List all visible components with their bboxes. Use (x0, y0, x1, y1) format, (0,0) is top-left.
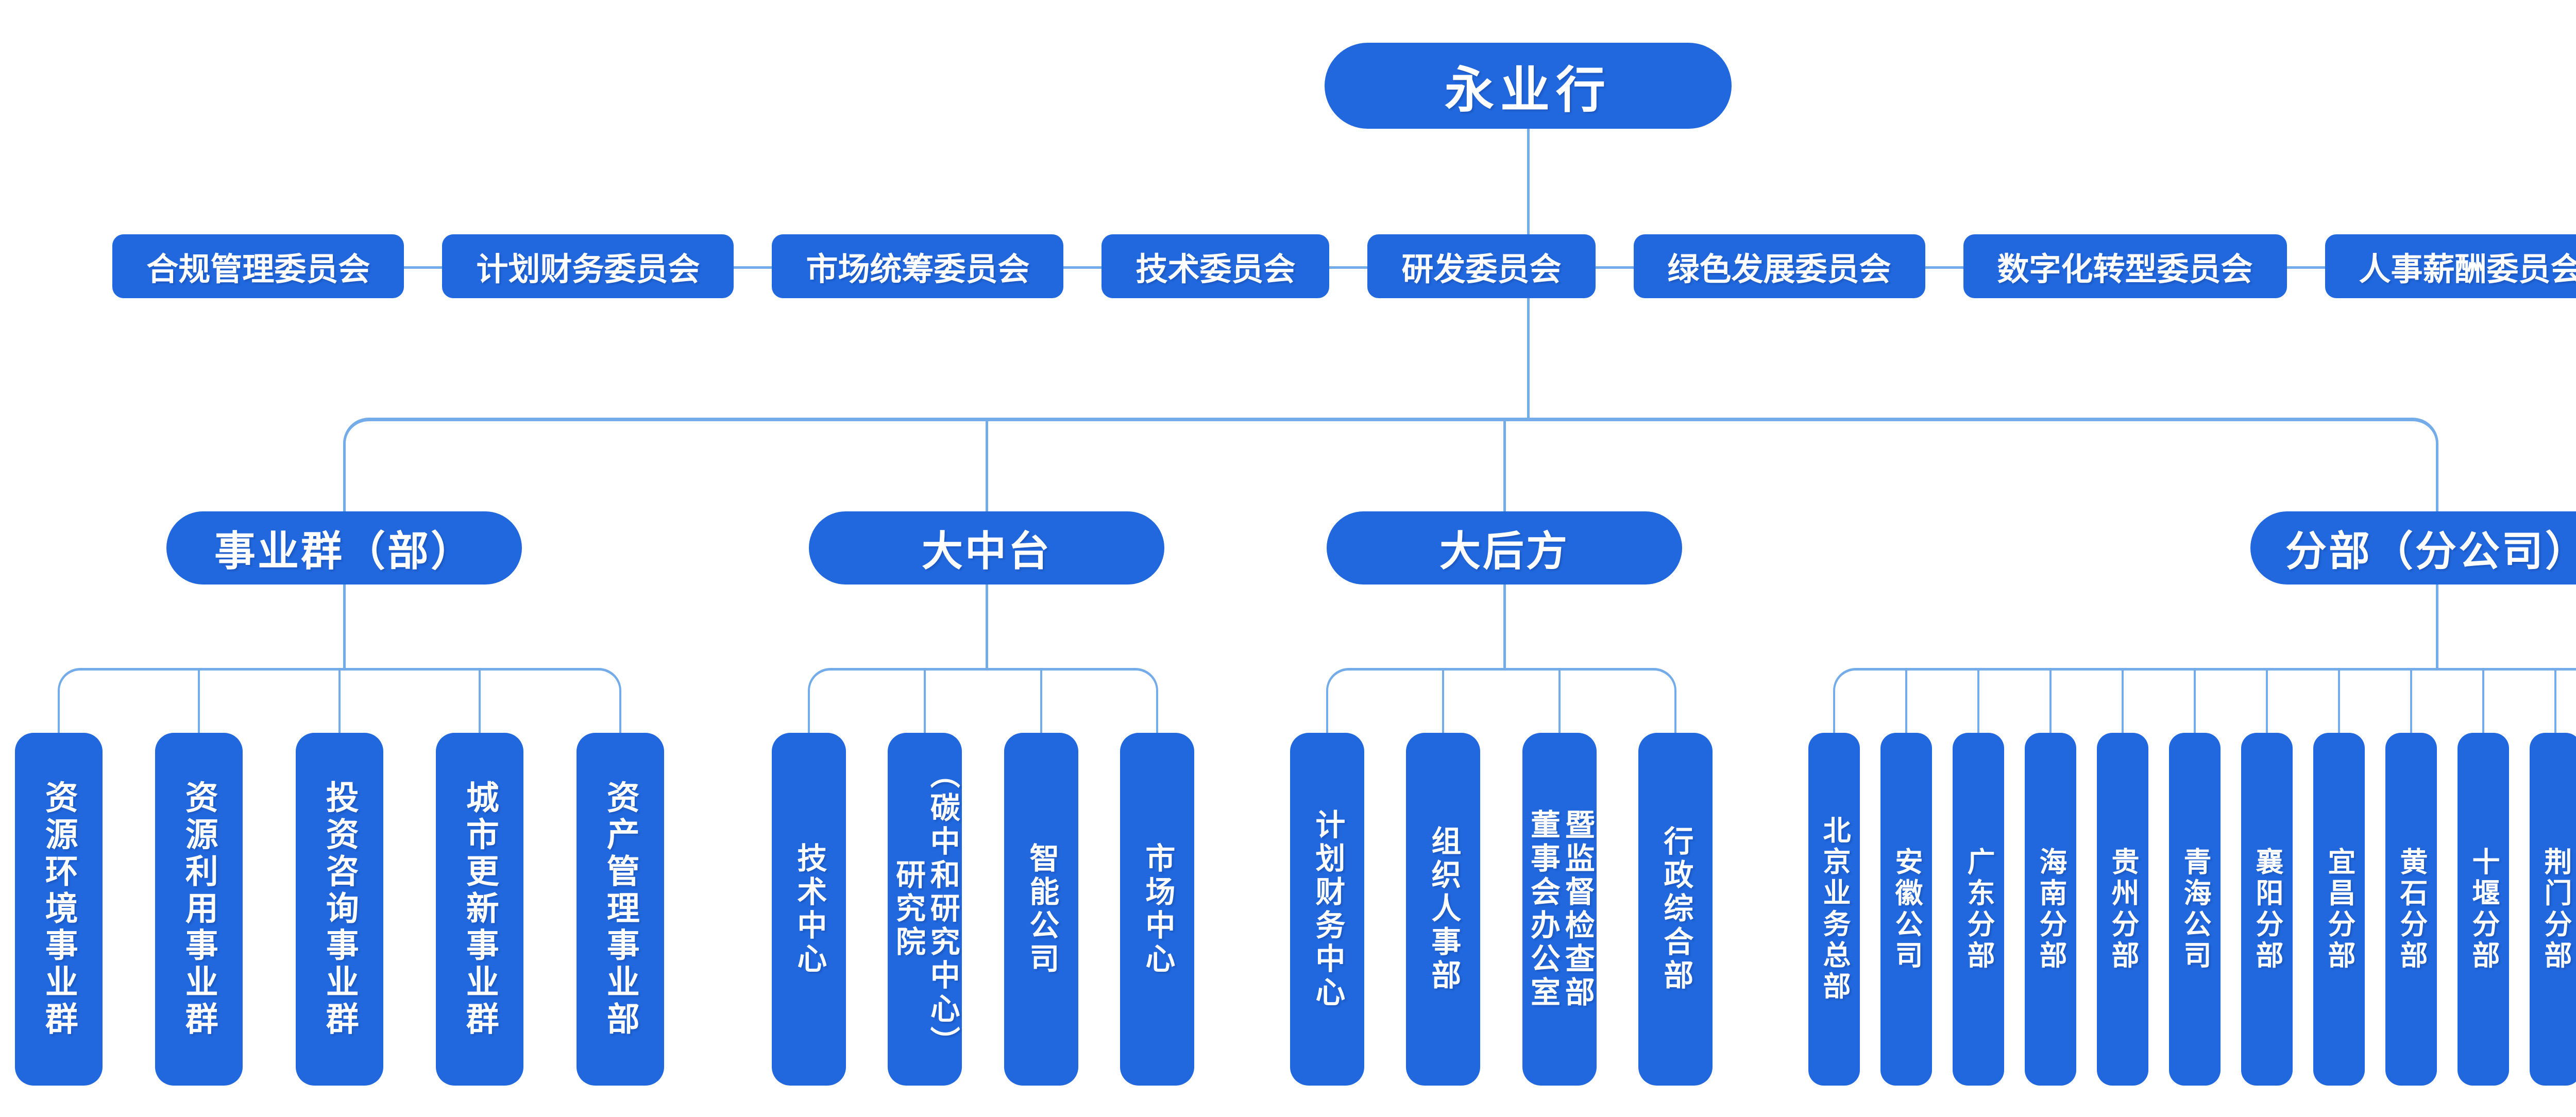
connector-group-drop (2482, 671, 2484, 733)
committee-node: 技术委员会 (1101, 234, 1330, 298)
org-unit-label: 组织人事部 (1427, 826, 1461, 993)
org-unit-box: 贵州分部 (2097, 733, 2148, 1086)
org-unit-label: 广东分部 (1963, 847, 1994, 972)
group-pill: 大中台 (809, 511, 1164, 585)
connector-group-drop (2122, 671, 2124, 733)
org-unit-label: 研究院 （碳中和研究中心） (891, 759, 959, 1060)
org-unit-box: 资产管理事业部 (577, 733, 664, 1086)
connector-group-stub (985, 585, 988, 671)
committee-node: 市场统筹委员会 (772, 234, 1064, 298)
connector-group-drop (1977, 671, 1979, 733)
connector-group-frame (1326, 668, 1676, 733)
org-unit-label: 安徽公司 (1891, 847, 1922, 972)
org-unit-box: 技术中心 (772, 733, 846, 1086)
connector-group-drop (1040, 671, 1042, 733)
org-unit-label: 北京业务总部 (1819, 816, 1850, 1003)
connector-group-drop (1905, 671, 1907, 733)
connector-branch-frame (343, 418, 2438, 511)
org-unit-box: 黄石分部 (2385, 733, 2437, 1086)
org-unit-label: 董事会办公室 暨监督检查部 (1526, 809, 1594, 1010)
org-unit-label: 青海公司 (2179, 847, 2211, 972)
committee-node: 计划财务委员会 (442, 234, 734, 298)
connector-group-drop (1558, 671, 1561, 733)
org-unit-box: 组织人事部 (1406, 733, 1480, 1086)
org-unit-label: 贵州分部 (2107, 847, 2139, 972)
org-unit-box: 投资咨询事业群 (296, 733, 383, 1086)
org-unit-label: 智能公司 (1025, 842, 1059, 976)
org-unit-box: 安徽公司 (1880, 733, 1932, 1086)
connector-branch-drop (985, 421, 988, 511)
org-unit-box: 市场中心 (1120, 733, 1194, 1086)
org-unit-box: 青海公司 (2169, 733, 2221, 1086)
org-unit-box: 行政综合部 (1638, 733, 1713, 1086)
connector-group-drop (338, 671, 341, 733)
connector-group-drop (1442, 671, 1444, 733)
org-unit-label: 技术中心 (792, 842, 826, 976)
org-unit-label: 城市更新事业群 (461, 780, 499, 1039)
org-unit-box: 智能公司 (1004, 733, 1078, 1086)
connector-group-stub (1503, 585, 1506, 671)
org-unit-label: 市场中心 (1141, 842, 1175, 976)
org-unit-label: 资产管理事业部 (602, 780, 639, 1039)
connector-group-drop (2554, 671, 2556, 733)
connector-group-drop (2194, 671, 2196, 733)
connector-group-drop (2266, 671, 2268, 733)
org-unit-label: 海南分部 (2035, 847, 2066, 972)
connector-group-drop (2410, 671, 2412, 733)
committee-node: 绿色发展委员会 (1633, 234, 1925, 298)
connector-group-drop (2338, 671, 2340, 733)
group-pill: 大后方 (1327, 511, 1682, 585)
org-unit-box: 十堰分部 (2458, 733, 2509, 1086)
committee-node: 合规管理委员会 (112, 234, 404, 298)
connector-group-drop (479, 671, 481, 733)
connector-group-frame (808, 668, 1158, 733)
org-unit-box: 襄阳分部 (2241, 733, 2293, 1086)
org-unit-box: 研究院 （碳中和研究中心） (888, 733, 962, 1086)
connector-group-drop (2049, 671, 2052, 733)
org-unit-label: 襄阳分部 (2251, 847, 2283, 972)
org-unit-label: 行政综合部 (1659, 826, 1693, 993)
connector-group-stub (2435, 585, 2438, 671)
committee-node: 人事薪酬委员会 (2325, 234, 2576, 298)
org-unit-box: 计划财务中心 (1290, 733, 1364, 1086)
org-unit-label: 计划财务中心 (1311, 809, 1345, 1010)
org-unit-label: 黄石分部 (2396, 847, 2427, 972)
connector-group-drop (924, 671, 926, 733)
committee-row: 合规管理委员会计划财务委员会市场统筹委员会技术委员会研发委员会绿色发展委员会数字… (0, 234, 2576, 298)
org-unit-label: 投资咨询事业群 (321, 780, 359, 1039)
org-unit-box: 资源环境事业群 (15, 733, 103, 1086)
committee-node: 数字化转型委员会 (1963, 234, 2287, 298)
connector-group-stub (343, 585, 346, 671)
root-node: 永业行 (1325, 43, 1732, 129)
org-unit-label: 十堰分部 (2468, 847, 2499, 972)
connector-group-drop (198, 671, 200, 733)
connector-group-frame (1833, 668, 2576, 733)
org-unit-label: 宜昌分部 (2324, 847, 2355, 972)
org-unit-box: 董事会办公室 暨监督检查部 (1522, 733, 1597, 1086)
org-unit-label: 荆门分部 (2540, 847, 2571, 972)
org-unit-box: 荆门分部 (2530, 733, 2576, 1086)
org-unit-box: 海南分部 (2025, 733, 2076, 1086)
org-unit-box: 城市更新事业群 (436, 733, 523, 1086)
org-unit-box: 资源利用事业群 (155, 733, 243, 1086)
org-unit-box: 宜昌分部 (2313, 733, 2365, 1086)
org-unit-label: 资源利用事业群 (180, 780, 218, 1039)
connector-group-frame (58, 668, 621, 733)
connector-branch-drop (1503, 421, 1506, 511)
group-pill: 分部（分公司） (2250, 511, 2576, 585)
group-pill: 事业群（部） (166, 511, 522, 585)
org-unit-box: 北京业务总部 (1808, 733, 1860, 1086)
org-unit-box: 广东分部 (1953, 733, 2004, 1086)
org-unit-label: 资源环境事业群 (40, 780, 78, 1039)
committee-node: 研发委员会 (1367, 234, 1596, 298)
